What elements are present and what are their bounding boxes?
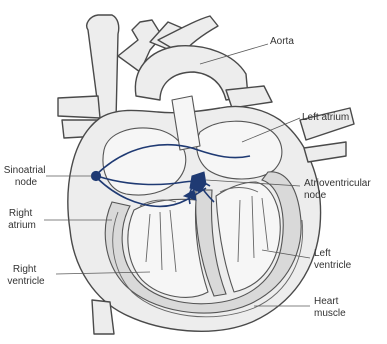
av-node-label-line1: Atrioventricular [304,178,371,189]
sinoatrial-node-label-line2: node [15,177,38,188]
heart-muscle-label-line2: muscle [314,308,346,319]
sinoatrial-node-label: Sinoatrial node [4,165,48,188]
left-ventricle-label-line1: Left [314,248,331,259]
right-atrium-label-line1: Right [9,208,33,219]
left-atrium-label: Left atrium [302,112,349,123]
sinoatrial-node-label-line1: Sinoatrial [4,165,46,176]
heart-muscle-label-line1: Heart [314,296,339,307]
aorta-label: Aorta [270,36,294,47]
av-node-label-line2: node [304,190,327,201]
right-atrium-label: Right atrium [8,208,36,231]
av-node-label: Atrioventricular node [304,178,373,201]
sinoatrial-node-marker [91,171,100,180]
right-ventricle-label: Right ventricle [7,264,45,287]
left-ventricle-label: Left ventricle [314,248,352,271]
right-ventricle-label-line1: Right [13,264,37,275]
left-ventricle-label-line2: ventricle [314,260,352,271]
right-ventricle-label-line2: ventricle [7,276,45,287]
right-atrium-label-line2: atrium [8,220,36,231]
heart-muscle-label: Heart muscle [314,296,346,319]
